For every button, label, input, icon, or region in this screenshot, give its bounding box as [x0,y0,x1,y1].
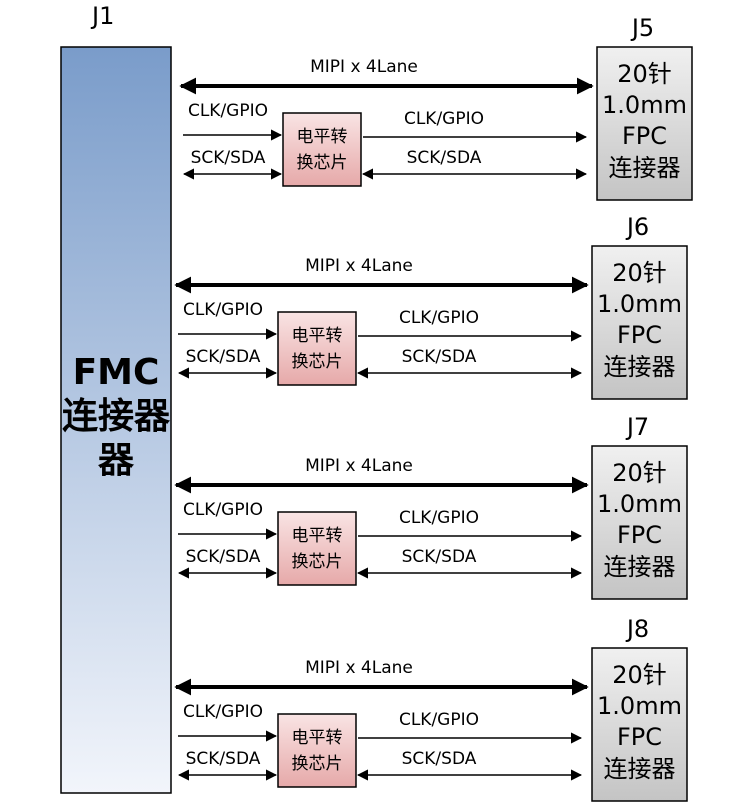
fpc-connector-box [591,445,688,600]
fpc-connector-box [591,245,688,400]
clk-label-left: CLK/GPIO [183,500,263,520]
sck-label-right: SCK/SDA [402,547,477,567]
connector-label-line3: FPC [622,122,667,150]
connector-label-line2: 1.0mm [597,490,682,518]
connector-label-line4: 连接器 [604,755,676,783]
connector-id-label: J7 [625,413,649,441]
connector-label-line4: 连接器 [604,353,676,381]
connector-label-line4: 连接器 [609,154,681,182]
chip-label-line2: 换芯片 [292,352,343,372]
mipi-label: MIPI x 4Lane [305,456,413,476]
connector-label-line4: 连接器 [604,553,676,581]
connector-label-line1: 20针 [612,459,667,487]
connector-label-line1: 20针 [617,60,672,88]
clk-label-left: CLK/GPIO [183,702,263,722]
sck-label-right: SCK/SDA [407,148,482,168]
fmc-label-line3: 器 [98,440,135,481]
level-shifter-chip [277,311,357,386]
connector-label-line2: 1.0mm [597,692,682,720]
mipi-label: MIPI x 4Lane [310,57,418,77]
sck-label-left: SCK/SDA [186,749,261,769]
clk-label-right: CLK/GPIO [399,710,479,730]
sck-label-left: SCK/SDA [191,148,266,168]
chip-label-line2: 换芯片 [292,754,343,774]
sck-label-right: SCK/SDA [402,347,477,367]
clk-label-right: CLK/GPIO [399,508,479,528]
connector-label-line2: 1.0mm [597,290,682,318]
sck-label-right: SCK/SDA [402,749,477,769]
connector-id-label: J5 [630,14,654,42]
fmc-label-line1: FMC [73,352,160,393]
mipi-label: MIPI x 4Lane [305,658,413,678]
chip-label-line2: 换芯片 [292,552,343,572]
fpc-connector-box [596,46,693,201]
connector-label-line1: 20针 [612,259,667,287]
level-shifter-chip [282,112,362,187]
chip-label-line1: 电平转 [297,127,348,147]
chip-label-line1: 电平转 [292,526,343,546]
fmc-connector-block [60,46,172,794]
connector-label-line1: 20针 [612,661,667,689]
chip-label-line1: 电平转 [292,728,343,748]
fmc-label-line2: 连接器 [62,396,171,437]
clk-label-left: CLK/GPIO [183,300,263,320]
clk-label-right: CLK/GPIO [399,308,479,328]
connector-id-label: J6 [625,213,649,241]
level-shifter-chip [277,511,357,586]
connector-label-line3: FPC [617,521,662,549]
sck-label-left: SCK/SDA [186,347,261,367]
chip-label-line1: 电平转 [292,326,343,346]
connector-label-line3: FPC [617,723,662,751]
sck-label-left: SCK/SDA [186,547,261,567]
fmc-id-label: J1 [90,2,114,30]
clk-label-left: CLK/GPIO [188,101,268,121]
chip-label-line2: 换芯片 [297,153,348,173]
fpc-connector-box [591,647,688,802]
mipi-label: MIPI x 4Lane [305,256,413,276]
connector-label-line3: FPC [617,321,662,349]
clk-label-right: CLK/GPIO [404,109,484,129]
level-shifter-chip [277,713,357,788]
connector-id-label: J8 [625,615,649,643]
connector-label-line2: 1.0mm [602,91,687,119]
